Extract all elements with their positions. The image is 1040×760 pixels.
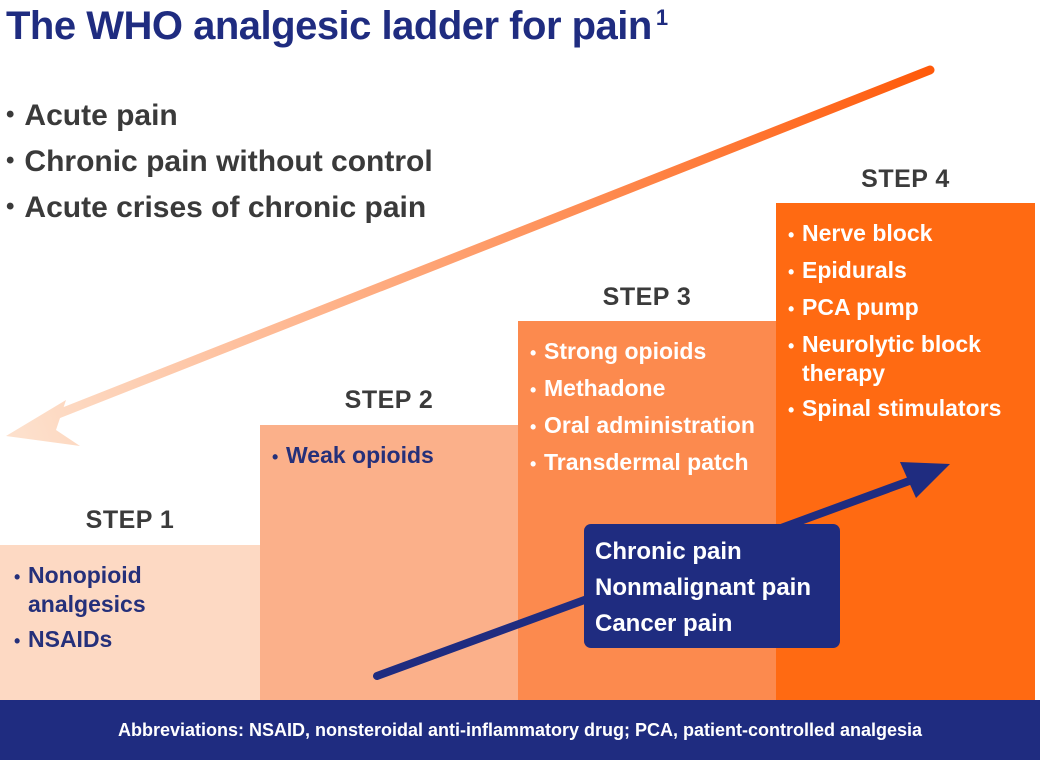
- list-item: Nonopioid analgesics: [14, 562, 178, 618]
- abbreviations-text: Abbreviations: NSAID, nonsteroidal anti-…: [117, 719, 923, 740]
- list-item: Neurolytic block therapy: [788, 331, 1002, 387]
- indications-list: Acute pain Chronic pain without control …: [6, 92, 433, 230]
- descending-arrow-head: [6, 400, 80, 446]
- list-item: Oral administration: [530, 412, 774, 441]
- step-1-label: STEP 1: [85, 506, 175, 534]
- indication-item: Acute crises of chronic pain: [6, 184, 433, 230]
- step-3-label: STEP 3: [602, 283, 692, 311]
- list-item: Spinal stimulators: [788, 395, 1028, 424]
- list-item: Transdermal patch: [530, 449, 774, 478]
- list-item: Nerve block: [788, 220, 1028, 249]
- abbreviations-footer: Abbreviations: NSAID, nonsteroidal anti-…: [0, 700, 1040, 760]
- step-2-label: STEP 2: [344, 386, 434, 414]
- list-item: NSAIDs: [14, 626, 244, 655]
- pain-type-callout: Chronic pain Nonmalignant pain Cancer pa…: [584, 524, 840, 648]
- title-text: The WHO analgesic ladder for pain: [6, 4, 652, 48]
- title-footnote-marker: 1: [655, 5, 668, 30]
- callout-line: Nonmalignant pain: [595, 574, 811, 601]
- step-4-label: STEP 4: [861, 165, 950, 193]
- list-item: Strong opioids: [530, 338, 774, 367]
- list-item: Methadone: [530, 375, 774, 404]
- callout-line: Chronic pain: [595, 538, 742, 565]
- step-4-items: Nerve block Epidurals PCA pump Neurolyti…: [788, 220, 1028, 432]
- descending-arrow: [6, 65, 935, 446]
- step-3-items: Strong opioids Methadone Oral administra…: [530, 338, 774, 486]
- callout-line: Cancer pain: [595, 610, 733, 637]
- indication-item: Chronic pain without control: [6, 138, 432, 184]
- list-item: PCA pump: [788, 294, 1028, 323]
- step-1-items: Nonopioid analgesics NSAIDs: [14, 562, 244, 663]
- step-2-items: Weak opioids: [272, 442, 508, 479]
- list-item: Epidurals: [788, 257, 1028, 286]
- indication-item: Acute pain: [6, 92, 433, 138]
- list-item: Weak opioids: [272, 442, 508, 471]
